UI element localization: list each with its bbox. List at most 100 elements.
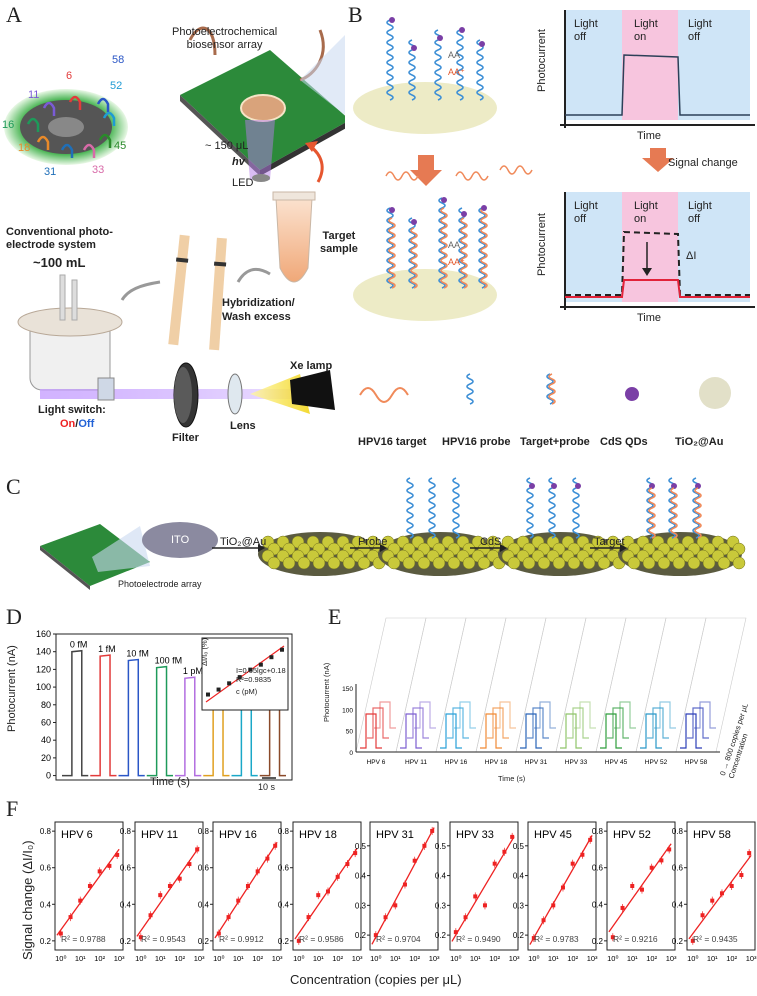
e-group-label-7: HPV 52	[645, 759, 668, 766]
f-xtick-label: 10²	[646, 954, 657, 963]
f-xtick-label: 10¹	[233, 954, 244, 963]
e-trace-0-2	[374, 701, 396, 729]
probe-spring-bot-4	[478, 207, 486, 289]
e-group-label-2: HPV 16	[445, 759, 468, 766]
d-inset-point-7	[280, 647, 284, 652]
f-ytick-label: 0.4	[278, 900, 290, 909]
probe-spring-top-2	[434, 29, 442, 101]
bot-photocurrent-label: Photocurrent	[536, 213, 548, 276]
e-trace-3-1	[487, 707, 509, 739]
d-plot-frame	[55, 633, 293, 781]
e-trace-5-0	[560, 713, 582, 749]
f-frame-5	[449, 821, 519, 951]
f-panel-title-6: HPV 45	[534, 829, 572, 841]
f-xtick-label: 10⁰	[450, 954, 461, 963]
f-point-6-2	[551, 903, 556, 908]
nanoparticle	[567, 556, 581, 570]
f-panel-title-2: HPV 16	[219, 829, 257, 841]
f-point-4-2	[393, 903, 398, 908]
d-ytick-label: 40	[41, 735, 51, 745]
f-xtick-label: 10²	[567, 954, 578, 963]
f-xtick-label: 10⁰	[370, 954, 381, 963]
f-xtick-label: 10²	[409, 954, 420, 963]
d-inset-r2: R²=0.9835	[236, 675, 272, 684]
f-ytick-label: 0.3	[435, 901, 447, 910]
slash: /	[75, 418, 79, 430]
f-point-1-0	[138, 935, 143, 940]
panel-label-a: A	[6, 2, 22, 27]
f-ytick-label: 0.2	[513, 931, 525, 940]
d-inset-xlabel: c (pM)	[236, 687, 258, 696]
f-xtick-label: 10⁰	[135, 954, 146, 963]
signal-change-label: Signal change	[668, 157, 738, 169]
e-group-label-4: HPV 31	[525, 759, 548, 766]
f-xtick-label: 10³	[114, 954, 125, 963]
e-trace-8-0	[680, 713, 702, 749]
e-ytick-label: 0	[349, 750, 353, 757]
nanoparticle	[507, 556, 521, 570]
ring-number-52: 52	[110, 80, 123, 92]
d-xlabel: Time (s)	[150, 776, 190, 788]
f-r2-8: R² = 0.9435	[693, 934, 738, 944]
panel-label-e: E	[328, 604, 342, 629]
e-group-label-8: HPV 58	[685, 759, 708, 766]
e-group-label-3: HPV 18	[485, 759, 508, 766]
nanoparticle	[357, 556, 371, 570]
cds-dot-c2-1	[551, 483, 557, 489]
f-point-1-4	[177, 876, 182, 881]
f-xtick-label: 10¹	[707, 954, 718, 963]
nanoparticle	[522, 556, 536, 570]
nanoparticle	[642, 556, 656, 570]
f-point-6-0	[531, 936, 536, 941]
xe-lamp-label: Xe lamp	[290, 360, 333, 372]
on-label: On	[60, 418, 76, 430]
probe-spring-top-3	[456, 29, 464, 101]
target-strand-bot-2	[440, 207, 448, 289]
f-r2-3: R² = 0.9586	[299, 934, 344, 944]
f-ytick-label: 0.4	[198, 900, 210, 909]
e-trace-6-2	[614, 701, 636, 729]
d-series-label-3: 100 fM	[155, 656, 183, 666]
d-trace-3	[146, 665, 173, 777]
ring-probe-52	[102, 111, 116, 126]
f-xtick-label: 10³	[746, 954, 757, 963]
nanoparticle	[702, 556, 716, 570]
d-ytick-label: 120	[36, 664, 51, 674]
nanoparticle	[462, 556, 476, 570]
f-panel-title-4: HPV 31	[376, 829, 414, 841]
f-point-2-5	[265, 856, 270, 861]
volume-large: ~100 mL	[33, 255, 86, 270]
nanoparticle	[717, 556, 731, 570]
panel-label-d: D	[6, 604, 22, 629]
d-ylabel: Photocurrent (nA)	[6, 645, 18, 732]
f-panel-title-1: HPV 11	[141, 829, 178, 841]
f-point-4-0	[373, 933, 378, 938]
e-trace-5-1	[567, 707, 589, 739]
panel-a-illustration	[4, 26, 350, 428]
f-frame-0	[54, 821, 124, 951]
f-r2-5: R² = 0.9490	[456, 934, 501, 944]
e-trace-6-1	[607, 707, 629, 739]
off-label: Off	[78, 418, 95, 430]
f-xtick-label: 10²	[726, 954, 737, 963]
nanoparticle	[477, 556, 491, 570]
target-strand-c2	[694, 487, 702, 539]
ring-number-45: 45	[114, 140, 127, 152]
target-strand-bot-3	[460, 217, 468, 289]
panel-c: ITO TiO₂@Au Probe CdS Target Photoelectr…	[0, 474, 757, 602]
f-point-7-3	[639, 887, 644, 892]
light-switch-states: On/Off	[60, 418, 94, 430]
f-r2-4: R² = 0.9704	[376, 934, 421, 944]
photoelectrode-array-label: Photoelectrode array	[118, 579, 202, 589]
cds-dot-top-4	[479, 41, 485, 47]
f-panel-title-0: HPV 6	[61, 829, 93, 841]
f-ytick-label: 0.2	[355, 931, 367, 940]
probe-spring-bot-1	[408, 217, 416, 289]
f-ytick-label: 0.2	[40, 937, 52, 946]
nanoparticle	[402, 556, 416, 570]
d-inset-point-5	[258, 662, 263, 667]
ring-number-6: 6	[66, 70, 73, 82]
e-trace-7-2	[654, 701, 676, 729]
ring-probe-45	[98, 133, 112, 148]
